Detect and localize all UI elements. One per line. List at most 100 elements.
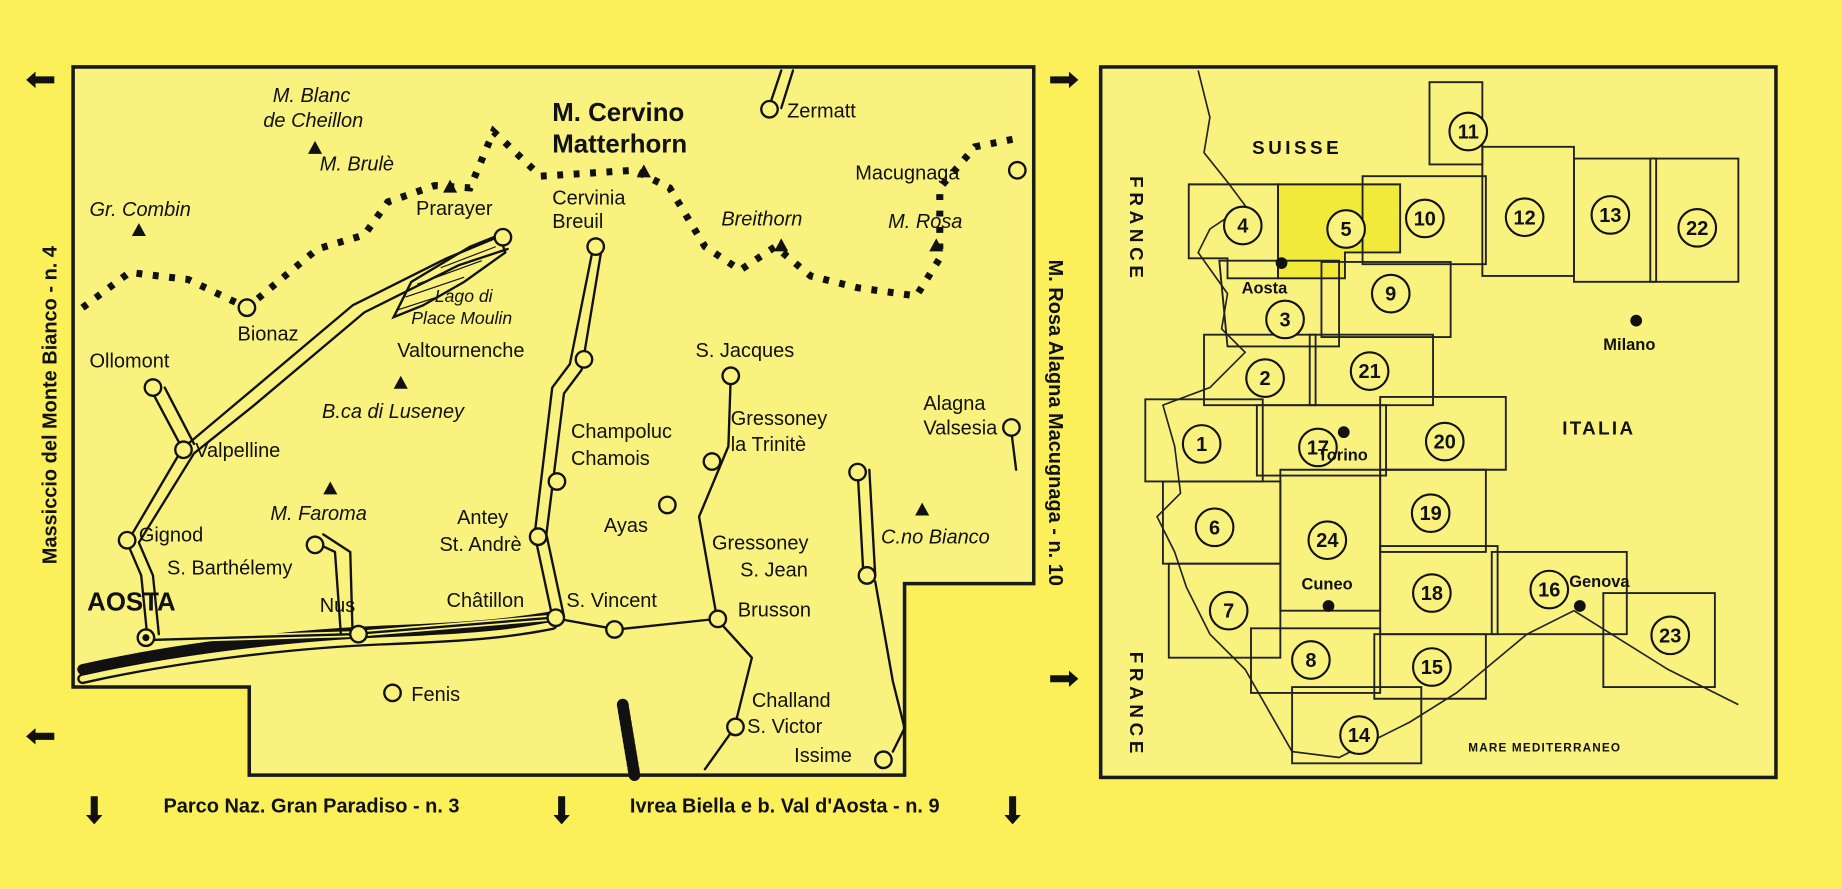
sheet-number: 7 (1223, 601, 1234, 623)
sheet-6[interactable]: 6 (1194, 507, 1235, 548)
label-bionaz: Bionaz (238, 324, 299, 346)
label-s-vincent: S. Vincent (566, 590, 657, 612)
arrow-down-icon[interactable] (1004, 796, 1021, 825)
arrow-right-icon[interactable] (1050, 670, 1079, 688)
sheet-circle (1349, 351, 1390, 391)
arrow-left-icon[interactable] (26, 728, 55, 745)
sheet-number: 4 (1237, 216, 1248, 238)
label-luseney: B.ca di Luseney (322, 401, 465, 423)
label-valsesia: Valsesia (923, 418, 998, 440)
sheet-number: 20 (1434, 432, 1456, 454)
sheet-number: 13 (1599, 205, 1621, 227)
arrow-down-icon[interactable] (86, 796, 103, 825)
sheet-4[interactable]: 4 (1222, 205, 1263, 246)
detail-map: M. Blanc de Cheillon M. Cervino Matterho… (71, 65, 1036, 781)
sheet-circle (1424, 421, 1465, 462)
sheet-24[interactable]: 24 (1307, 520, 1348, 561)
label-gignod: Gignod (139, 524, 203, 546)
peak-markers (131, 140, 944, 516)
sheet-19[interactable]: 19 (1410, 493, 1451, 534)
label-challand: Challand (752, 690, 831, 712)
label-m-brule: M. Brulè (320, 153, 394, 175)
sheet-number: 24 (1316, 530, 1338, 552)
label-france-top: FRANCE (1126, 176, 1147, 282)
sheet-number: 22 (1686, 218, 1708, 240)
label-s-jacques: S. Jacques (696, 340, 795, 362)
label-nus: Nus (320, 595, 356, 617)
label-m-blanc: M. Blanc (273, 85, 351, 107)
caption-bottom-ivrea-biella[interactable]: Ivrea Biella e b. Val d'Aosta - n. 9 (630, 796, 940, 818)
sheet-9[interactable]: 9 (1370, 273, 1411, 314)
label-italia: ITALIA (1562, 418, 1635, 439)
label-place-moulin: Place Moulin (411, 308, 512, 328)
sheet-circle (1339, 715, 1379, 756)
sheet-15[interactable]: 15 (1412, 647, 1452, 687)
sheet-7[interactable]: 7 (1208, 590, 1249, 631)
sheet-10[interactable]: 10 (1404, 198, 1445, 239)
index-map-frame (1098, 65, 1778, 780)
sheet-21[interactable]: 21 (1349, 351, 1390, 391)
caption-right-monte-rosa[interactable]: M. Rosa Alagna Macugnaga - n. 10 (1044, 260, 1066, 586)
sheet-number: 15 (1421, 657, 1443, 679)
sheet-circle (1410, 493, 1451, 534)
sheet-13[interactable]: 13 (1590, 195, 1631, 235)
label-chatillon: Châtillon (447, 590, 525, 612)
sheet-circle (1222, 205, 1263, 246)
label-s-victor: S. Victor (747, 716, 822, 738)
label-cervinia: Cervinia (552, 187, 626, 209)
label-la-trinite: la Trinitè (731, 434, 806, 456)
sheet-number: 11 (1458, 122, 1479, 144)
sheet-12[interactable]: 12 (1504, 197, 1545, 238)
sheet-number: 18 (1421, 583, 1443, 605)
arrow-right-icon[interactable] (1050, 71, 1079, 89)
detail-map-labels: M. Blanc de Cheillon M. Cervino Matterho… (87, 85, 998, 767)
sheet-17[interactable]: 17 (1298, 427, 1338, 468)
sheet-circle (1291, 640, 1331, 680)
label-torino: Torino (1318, 446, 1368, 464)
label-zermatt: Zermatt (787, 100, 856, 122)
sheet-number: 14 (1348, 725, 1370, 747)
sheet-number: 16 (1538, 580, 1560, 602)
sheet-23[interactable]: 23 (1650, 615, 1691, 656)
arrow-left-icon[interactable] (26, 71, 55, 89)
label-valpelline: Valpelline (195, 440, 280, 462)
label-suisse: SUISSE (1252, 137, 1342, 158)
label-ayas: Ayas (604, 515, 648, 537)
label-breithorn: Breithorn (721, 208, 802, 230)
sheet-circle (1298, 427, 1338, 468)
caption-bottom-gran-paradiso[interactable]: Parco Naz. Gran Paradiso - n. 3 (163, 796, 459, 818)
label-m-faroma: M. Faroma (270, 503, 366, 525)
label-alagna: Alagna (923, 393, 986, 415)
caption-left-monte-bianco[interactable]: Massiccio del Monte Bianco - n. 4 (40, 246, 62, 564)
label-genova: Genova (1569, 573, 1630, 591)
label-s-jean: S. Jean (740, 560, 808, 582)
sheet-2[interactable]: 2 (1245, 358, 1285, 398)
sheet-5[interactable]: 5 (1326, 209, 1366, 249)
label-valtournenche: Valtournenche (397, 340, 524, 362)
label-macugnaga: Macugnaga (855, 163, 960, 185)
arrow-down-icon[interactable] (553, 796, 570, 825)
sheet-circle (1245, 358, 1285, 398)
sheet-20[interactable]: 20 (1424, 421, 1465, 462)
sheet-22[interactable]: 22 (1677, 207, 1718, 248)
sheet-11[interactable]: 11 (1448, 111, 1489, 152)
sheet-number: 19 (1420, 503, 1442, 525)
sheet-circle (1677, 207, 1718, 248)
sheet-circle (1194, 507, 1235, 548)
label-issime: Issime (794, 745, 852, 767)
sheet-circle (1326, 209, 1366, 249)
sheet-8[interactable]: 8 (1291, 640, 1331, 680)
sheet-1[interactable]: 1 (1181, 424, 1222, 464)
sheet-16[interactable]: 16 (1529, 569, 1570, 610)
sheet-18[interactable]: 18 (1412, 573, 1452, 613)
label-prarayer: Prarayer (416, 198, 493, 220)
sheet-circle (1412, 647, 1452, 687)
sheet-circle (1370, 273, 1411, 314)
sheet-3[interactable]: 3 (1265, 299, 1305, 340)
label-fenis: Fenis (411, 684, 460, 706)
index-map-labels: SUISSE FRANCE FRANCE ITALIA MARE MEDITER… (1126, 137, 1655, 758)
sheet-14[interactable]: 14 (1339, 715, 1379, 756)
label-brusson: Brusson (738, 600, 811, 622)
